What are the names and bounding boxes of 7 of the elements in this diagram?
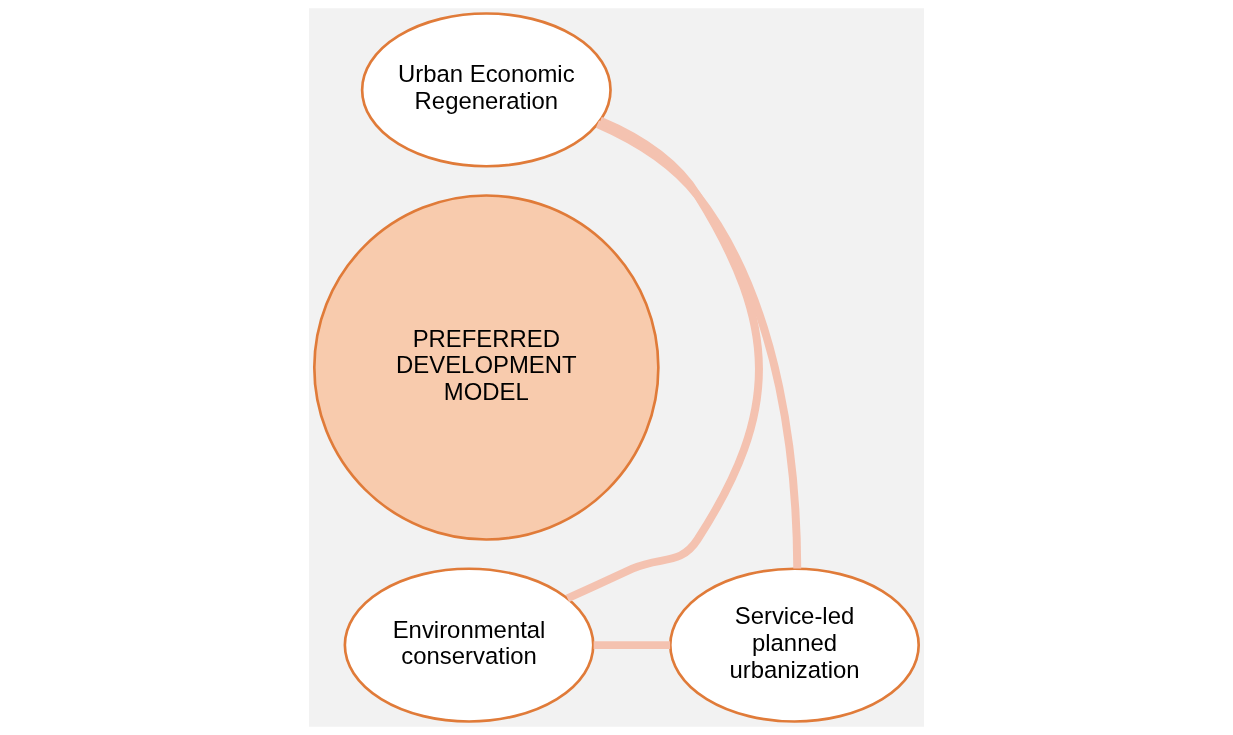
- node-ellipse: Urban Economic Regeneration: [360, 12, 612, 168]
- connector: [593, 641, 671, 650]
- node-ellipse: Service-led planned urbanization: [668, 567, 921, 723]
- connector: [595, 120, 802, 569]
- node-circle: PREFERRED DEVELOPMENT MODEL: [313, 194, 660, 541]
- connector: [565, 117, 763, 603]
- node-ellipse: Environmental conservation: [343, 567, 595, 723]
